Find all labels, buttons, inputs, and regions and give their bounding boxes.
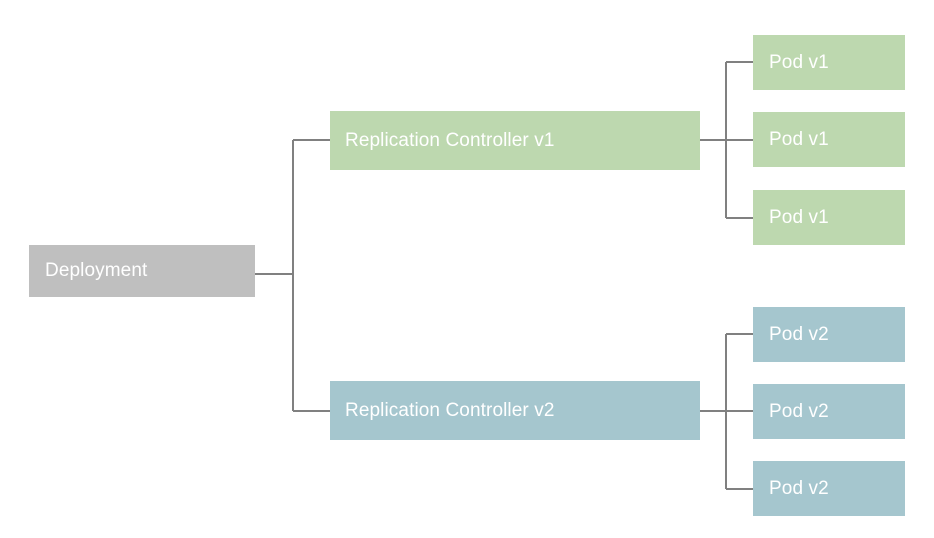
- node-pod-v2-3[interactable]: Pod v2: [753, 461, 905, 516]
- node-pod-v2-1[interactable]: Pod v2: [753, 307, 905, 362]
- node-replication-controller-v2[interactable]: Replication Controller v2: [330, 381, 700, 440]
- node-pod-v1-3[interactable]: Pod v1: [753, 190, 905, 245]
- node-replication-controller-v1[interactable]: Replication Controller v1: [330, 111, 700, 170]
- node-pod-v1-1[interactable]: Pod v1: [753, 35, 905, 90]
- node-pod-v1-2[interactable]: Pod v1: [753, 112, 905, 167]
- node-deployment[interactable]: Deployment: [29, 245, 255, 297]
- node-pod-v2-2[interactable]: Pod v2: [753, 384, 905, 439]
